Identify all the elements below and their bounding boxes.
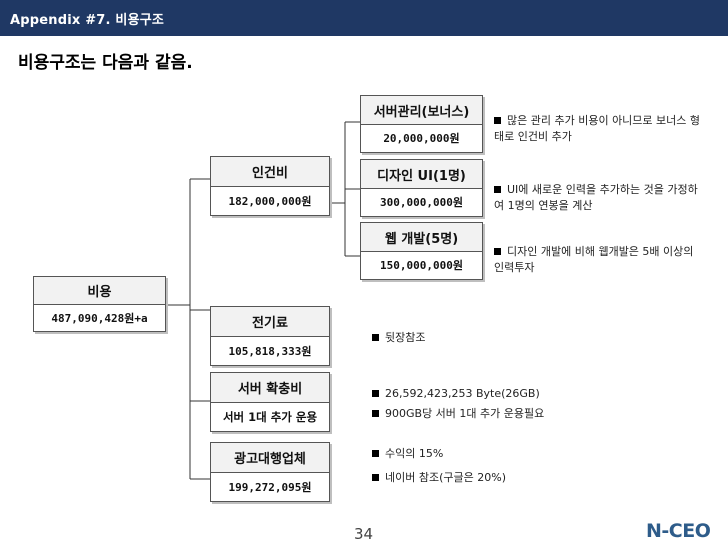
category-label: 서버 확충비 bbox=[211, 373, 329, 403]
note-design-ui: UI에 새로운 인력을 추가하는 것을 가정하여 1명의 연봉을 계산 bbox=[494, 182, 706, 214]
personnel-value: 300,000,000원 bbox=[380, 196, 463, 209]
note-ad-ref: 네이버 참조(구글은 20%) bbox=[372, 470, 506, 486]
personnel-box-design-ui: 디자인 UI(1명) 300,000,000원 bbox=[360, 159, 483, 217]
category-label: 전기료 bbox=[211, 307, 329, 337]
note-text: 수익의 15% bbox=[385, 447, 444, 460]
category-box-server: 서버 확충비 서버 1대 추가 운용 bbox=[210, 372, 330, 432]
personnel-value: 150,000,000원 bbox=[380, 259, 463, 272]
root-cost-label: 비용 bbox=[34, 277, 165, 305]
personnel-label: 웹 개발(5명) bbox=[361, 223, 482, 252]
header-title: Appendix #7. 비용구조 bbox=[10, 13, 165, 28]
note-server-need: 900GB당 서버 1대 추가 운용필요 bbox=[372, 406, 544, 422]
note-text: 900GB당 서버 1대 추가 운용필요 bbox=[385, 407, 545, 420]
page-subtitle: 비용구조는 다음과 같음. bbox=[18, 53, 193, 73]
note-ad-rate: 수익의 15% bbox=[372, 446, 443, 462]
root-cost-box: 비용 487,090,428원+a bbox=[33, 276, 166, 332]
bullet-icon bbox=[372, 333, 379, 341]
note-electricity: 뒷장참조 bbox=[372, 330, 425, 346]
category-value: 서버 1대 추가 운용 bbox=[222, 409, 318, 424]
bullet-icon bbox=[372, 389, 379, 397]
bullet-icon bbox=[494, 247, 501, 255]
note-text: 많은 관리 추가 비용이 아니므로 보너스 형태로 인건비 추가 bbox=[494, 114, 701, 143]
root-cost-value: 487,090,428원+a bbox=[51, 311, 148, 325]
bullet-icon bbox=[494, 185, 501, 193]
company-logo: N-CEO bbox=[646, 520, 711, 542]
category-value: 182,000,000원 bbox=[228, 194, 312, 208]
note-text: 뒷장참조 bbox=[385, 331, 426, 344]
note-web-dev: 디자인 개발에 비해 웹개발은 5배 이상의 인력투자 bbox=[494, 244, 706, 276]
bullet-icon bbox=[372, 409, 379, 417]
category-box-electricity: 전기료 105,818,333원 bbox=[210, 306, 330, 366]
note-server-mgmt: 많은 관리 추가 비용이 아니므로 보너스 형태로 인건비 추가 bbox=[494, 113, 704, 145]
note-text: 네이버 참조(구글은 20%) bbox=[385, 471, 506, 484]
note-text: 디자인 개발에 비해 웹개발은 5배 이상의 인력투자 bbox=[494, 245, 694, 274]
header-bar: Appendix #7. 비용구조 bbox=[0, 0, 728, 36]
bullet-icon bbox=[372, 473, 379, 481]
page-number: 34 bbox=[354, 525, 374, 543]
personnel-label: 디자인 UI(1명) bbox=[361, 160, 482, 189]
category-box-ad-agency: 광고대행업체 199,272,095원 bbox=[210, 442, 330, 502]
category-box-personnel: 인건비 182,000,000원 bbox=[210, 156, 330, 216]
personnel-label: 서버관리(보너스) bbox=[361, 96, 482, 125]
category-value: 199,272,095원 bbox=[228, 480, 312, 494]
category-label: 광고대행업체 bbox=[211, 443, 329, 473]
bullet-icon bbox=[494, 116, 501, 124]
bullet-icon bbox=[372, 449, 379, 457]
category-label: 인건비 bbox=[211, 157, 329, 187]
personnel-box-server-mgmt: 서버관리(보너스) 20,000,000원 bbox=[360, 95, 483, 153]
personnel-value: 20,000,000원 bbox=[383, 132, 460, 145]
category-value: 105,818,333원 bbox=[228, 344, 312, 358]
personnel-box-web-dev: 웹 개발(5명) 150,000,000원 bbox=[360, 222, 483, 280]
note-server-data: 26,592,423,253 Byte(26GB) bbox=[372, 386, 540, 402]
note-text: UI에 새로운 인력을 추가하는 것을 가정하여 1명의 연봉을 계산 bbox=[494, 183, 698, 212]
note-text: 26,592,423,253 Byte(26GB) bbox=[385, 387, 540, 400]
